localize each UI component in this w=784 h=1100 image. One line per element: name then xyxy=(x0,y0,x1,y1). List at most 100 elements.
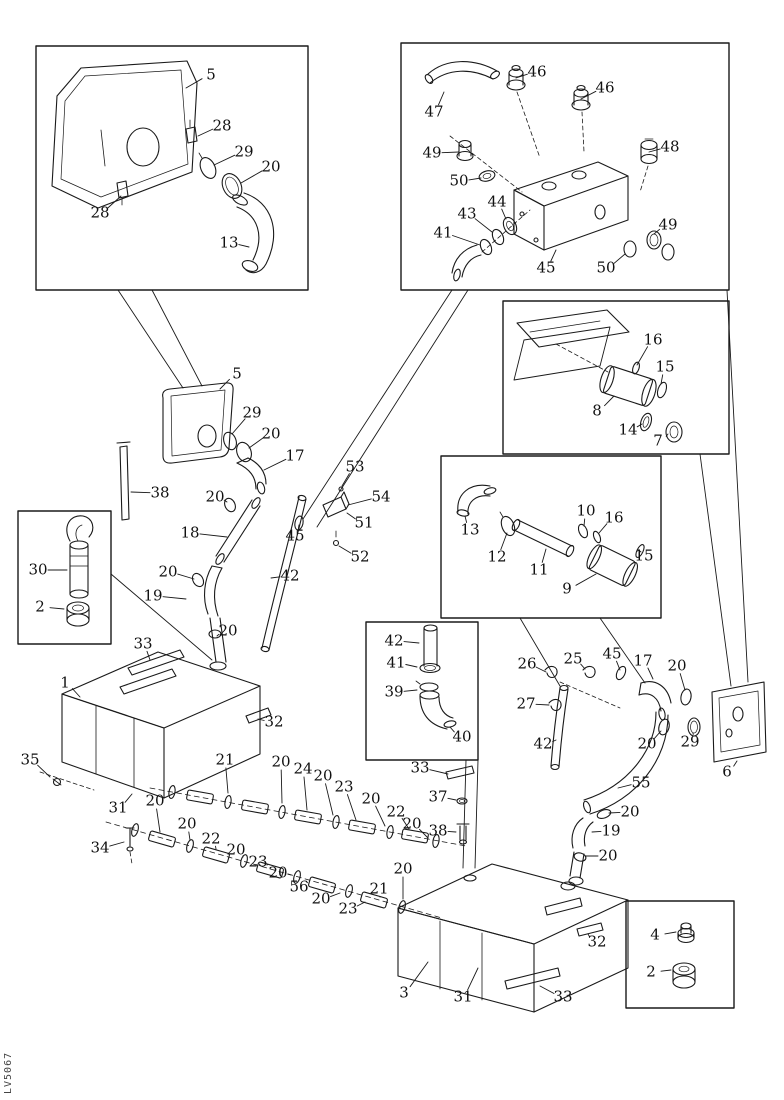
part-callout-55: 55 xyxy=(631,773,651,792)
main-assembly xyxy=(39,382,767,1013)
part-callout-42: 42 xyxy=(384,631,404,650)
part-callout-16: 16 xyxy=(643,330,663,349)
part-callout-20: 20 xyxy=(205,487,225,506)
part-callout-41: 41 xyxy=(386,653,406,672)
part-callout-38: 38 xyxy=(428,821,448,840)
part-callout-6: 6 xyxy=(722,762,732,781)
part-callout-34: 34 xyxy=(90,838,110,857)
part-callout-17: 17 xyxy=(633,651,653,670)
part-callout-52: 52 xyxy=(350,547,370,566)
part-callout-45: 45 xyxy=(285,526,305,545)
part-callout-40: 40 xyxy=(452,727,472,746)
part-callout-53: 53 xyxy=(345,457,365,476)
inset-cap-bushing xyxy=(672,922,696,989)
part-callout-22: 22 xyxy=(386,802,406,821)
part-callout-20: 20 xyxy=(311,889,331,908)
part-callout-39: 39 xyxy=(384,682,404,701)
inset-box-cap-bushing xyxy=(625,900,735,1009)
inset-inlet-pipe xyxy=(456,484,645,587)
part-callout-48: 48 xyxy=(660,137,680,156)
part-callout-14: 14 xyxy=(618,420,638,439)
part-callout-10: 10 xyxy=(576,501,596,520)
part-callout-50: 50 xyxy=(449,171,469,190)
part-callout-20: 20 xyxy=(620,802,640,821)
part-callout-27: 27 xyxy=(516,694,536,713)
part-callout-20: 20 xyxy=(261,157,281,176)
part-callout-20: 20 xyxy=(268,863,288,882)
inset-filler-neck xyxy=(66,515,94,627)
part-callout-31: 31 xyxy=(453,987,473,1006)
part-callout-46: 46 xyxy=(595,78,615,97)
part-callout-20: 20 xyxy=(158,562,178,581)
part-callout-30: 30 xyxy=(28,560,48,579)
part-callout-29: 29 xyxy=(680,732,700,751)
part-callout-20: 20 xyxy=(598,846,618,865)
part-callout-5: 5 xyxy=(206,65,216,84)
part-callout-20: 20 xyxy=(145,791,165,810)
part-callout-20: 20 xyxy=(261,424,281,443)
part-callout-2: 2 xyxy=(35,597,45,616)
part-callout-46: 46 xyxy=(527,62,547,81)
part-callout-45: 45 xyxy=(602,644,622,663)
part-callout-56: 56 xyxy=(289,877,309,896)
inset-drain-elbow xyxy=(415,624,457,730)
part-callout-15: 15 xyxy=(634,546,654,565)
part-callout-2: 2 xyxy=(646,962,656,981)
part-callout-24: 24 xyxy=(293,759,313,778)
part-callout-20: 20 xyxy=(313,766,333,785)
part-callout-29: 29 xyxy=(242,403,262,422)
part-callout-45: 45 xyxy=(536,258,556,277)
part-callout-49: 49 xyxy=(422,143,442,162)
part-callout-31: 31 xyxy=(108,798,128,817)
part-callout-42: 42 xyxy=(280,566,300,585)
part-callout-18: 18 xyxy=(180,523,200,542)
part-callout-19: 19 xyxy=(143,586,163,605)
part-callout-3: 3 xyxy=(399,983,409,1002)
part-callout-32: 32 xyxy=(587,932,607,951)
part-callout-49: 49 xyxy=(658,215,678,234)
part-callout-11: 11 xyxy=(529,560,549,579)
inset-box-drain-elbow xyxy=(365,621,479,761)
part-callout-13: 13 xyxy=(460,520,480,539)
part-callout-54: 54 xyxy=(371,487,391,506)
inset-muffler-install xyxy=(513,309,683,443)
part-callout-1: 1 xyxy=(60,673,70,692)
part-callout-21: 21 xyxy=(369,879,389,898)
reference-lines xyxy=(110,289,749,869)
part-callout-33: 33 xyxy=(410,758,430,777)
part-callout-41: 41 xyxy=(433,223,453,242)
part-callout-4: 4 xyxy=(650,925,660,944)
inset-box-hood xyxy=(35,45,309,291)
inset-box-inlet-pipe xyxy=(440,455,662,619)
part-callout-50: 50 xyxy=(596,258,616,277)
part-callout-20: 20 xyxy=(177,814,197,833)
part-callout-33: 33 xyxy=(553,987,573,1006)
part-callout-8: 8 xyxy=(592,401,602,420)
callout-leader-lines xyxy=(37,73,738,994)
part-callout-16: 16 xyxy=(604,508,624,527)
part-callout-20: 20 xyxy=(226,840,246,859)
inset-box-muffler-install xyxy=(502,300,730,455)
part-callout-20: 20 xyxy=(218,621,238,640)
inset-hood-panel xyxy=(51,60,275,274)
part-callout-7: 7 xyxy=(653,431,663,450)
part-callout-32: 32 xyxy=(264,712,284,731)
part-callout-5: 5 xyxy=(232,364,242,383)
part-callout-23: 23 xyxy=(334,777,354,796)
part-callout-43: 43 xyxy=(457,204,477,223)
part-callout-28: 28 xyxy=(90,203,110,222)
part-callout-20: 20 xyxy=(361,789,381,808)
part-callout-12: 12 xyxy=(487,547,507,566)
part-callout-26: 26 xyxy=(517,654,537,673)
part-callout-17: 17 xyxy=(285,446,305,465)
part-callout-38: 38 xyxy=(150,483,170,502)
part-callout-42: 42 xyxy=(533,734,553,753)
part-callout-20: 20 xyxy=(637,734,657,753)
part-callout-25: 25 xyxy=(563,649,583,668)
inset-box-muffler-parts xyxy=(400,42,730,291)
part-callout-28: 28 xyxy=(212,116,232,135)
part-callout-22: 22 xyxy=(201,829,221,848)
